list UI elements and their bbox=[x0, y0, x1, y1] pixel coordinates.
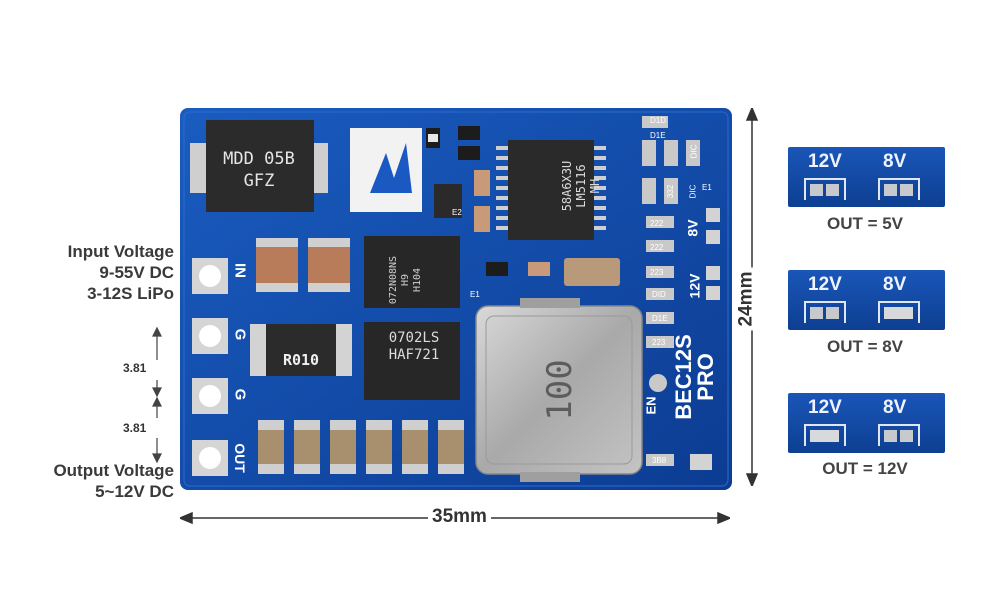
pin-g2 bbox=[192, 378, 228, 414]
small-mark: 222 bbox=[650, 219, 664, 228]
inductor-marking: 100 bbox=[540, 359, 580, 421]
mosfet-2 bbox=[364, 322, 460, 400]
en-label: EN bbox=[643, 396, 659, 415]
mosfet1-marking-line1: 072N08NS bbox=[388, 255, 399, 305]
small-mark: D1D bbox=[650, 116, 667, 125]
passive-components bbox=[642, 116, 700, 466]
width-dimension-label: 35mm bbox=[428, 506, 491, 528]
mosfet-1 bbox=[364, 236, 460, 308]
pin-g1 bbox=[192, 318, 228, 354]
mosfet2-marking: 0702LS HAF721 bbox=[366, 330, 462, 364]
small-mark: DIC bbox=[689, 144, 699, 159]
input-voltage-title: Input Voltage bbox=[67, 242, 174, 261]
jumper-detail-12v-label: 12V bbox=[808, 151, 842, 172]
pin-label-out: OUT bbox=[232, 443, 248, 473]
pin-label-in: IN bbox=[231, 263, 249, 278]
board-model-name: BEC12S PRO bbox=[671, 322, 718, 432]
output-voltage-label: Output Voltage 5~12V DC bbox=[53, 460, 174, 502]
pin-label-g2: G bbox=[231, 388, 249, 401]
chip-marking-line2: LM5116 bbox=[574, 164, 588, 208]
bec-pcb-board bbox=[180, 108, 732, 490]
mosfet1-marking-line3: H104 bbox=[412, 267, 423, 293]
diode-marking-line1: MDD 05B bbox=[223, 149, 295, 169]
small-mark: DIC bbox=[688, 184, 698, 199]
sense-resistor bbox=[250, 324, 352, 376]
board-model-line1: BEC12S bbox=[671, 334, 696, 420]
mosfet2-marking-line2: HAF721 bbox=[388, 347, 440, 363]
small-mark: DID bbox=[652, 290, 666, 299]
small-mark: 223 bbox=[650, 268, 664, 277]
schottky-diode bbox=[190, 120, 328, 212]
height-dimension-label: 24mm bbox=[732, 267, 761, 331]
jumper-label-8v: 8V bbox=[684, 219, 701, 237]
jumper-detail-12v-label: 12V bbox=[808, 274, 842, 295]
input-voltage-label: Input Voltage 9-55V DC 3-12S LiPo bbox=[68, 241, 174, 304]
diode-marking-line2: GFZ bbox=[243, 171, 275, 191]
pin-out bbox=[192, 440, 228, 476]
diode-marking: MDD 05B GFZ bbox=[216, 148, 302, 192]
small-mark: D1E bbox=[650, 131, 666, 140]
chip-marking: 58A6X3U LM5116 MH bbox=[538, 131, 624, 241]
mosfet1-marking-line2: H9 bbox=[400, 273, 411, 287]
output-capacitors bbox=[258, 420, 464, 474]
jumper-detail-8v-label: 8V bbox=[883, 151, 907, 172]
output-5v-caption: OUT = 5V bbox=[826, 214, 904, 233]
jumper-label-12v: 12V bbox=[686, 273, 703, 299]
mosfet1-marking: 072N08NS H9 H104 bbox=[362, 244, 458, 316]
jumper-detail-8v: 12V 8V bbox=[788, 270, 945, 330]
pin-spacing-arrows bbox=[152, 326, 162, 464]
input-voltage-range: 9-55V DC bbox=[99, 263, 174, 282]
jumper-detail-8v-label: 8V bbox=[883, 274, 907, 295]
power-inductor bbox=[475, 298, 643, 482]
small-mark: E1 bbox=[470, 290, 480, 299]
small-mark: 3B8 bbox=[652, 456, 667, 465]
small-mark: 222 bbox=[650, 243, 664, 252]
pin-spacing-2: 3.81 bbox=[123, 421, 147, 435]
jumper-detail-8v-label: 8V bbox=[883, 397, 907, 418]
small-mark: E1 bbox=[702, 183, 712, 192]
output-12v-caption: OUT = 12V bbox=[822, 459, 908, 478]
input-cell-range: 3-12S LiPo bbox=[87, 284, 174, 303]
brand-logo bbox=[350, 128, 422, 212]
pin-label-g1: G bbox=[231, 328, 249, 341]
pin-pads bbox=[192, 258, 228, 476]
jumper-detail-12v: 12V 8V bbox=[788, 393, 945, 453]
pin-in bbox=[192, 258, 228, 294]
small-mark: E2 bbox=[452, 208, 462, 217]
small-mark: D1E bbox=[652, 314, 668, 323]
chip-marking-line1: 58A6X3U bbox=[560, 160, 574, 212]
jumper-detail-5v: 12V 8V bbox=[788, 147, 945, 207]
small-mark: 223 bbox=[652, 338, 666, 347]
small-mark: 332 bbox=[666, 184, 676, 199]
pin-spacing-1: 3.81 bbox=[123, 361, 147, 375]
controller-chip bbox=[496, 140, 606, 240]
mosfet2-marking-line1: 0702LS bbox=[388, 330, 440, 346]
resistor-marking: R010 bbox=[282, 351, 320, 369]
chip-marking-line3: MH bbox=[588, 178, 602, 194]
output-voltage-range: 5~12V DC bbox=[95, 482, 174, 501]
jumper-detail-12v-label: 12V bbox=[808, 397, 842, 418]
output-8v-caption: OUT = 8V bbox=[826, 337, 904, 356]
board-model-line2: PRO bbox=[693, 353, 718, 401]
output-voltage-title: Output Voltage bbox=[53, 461, 174, 480]
